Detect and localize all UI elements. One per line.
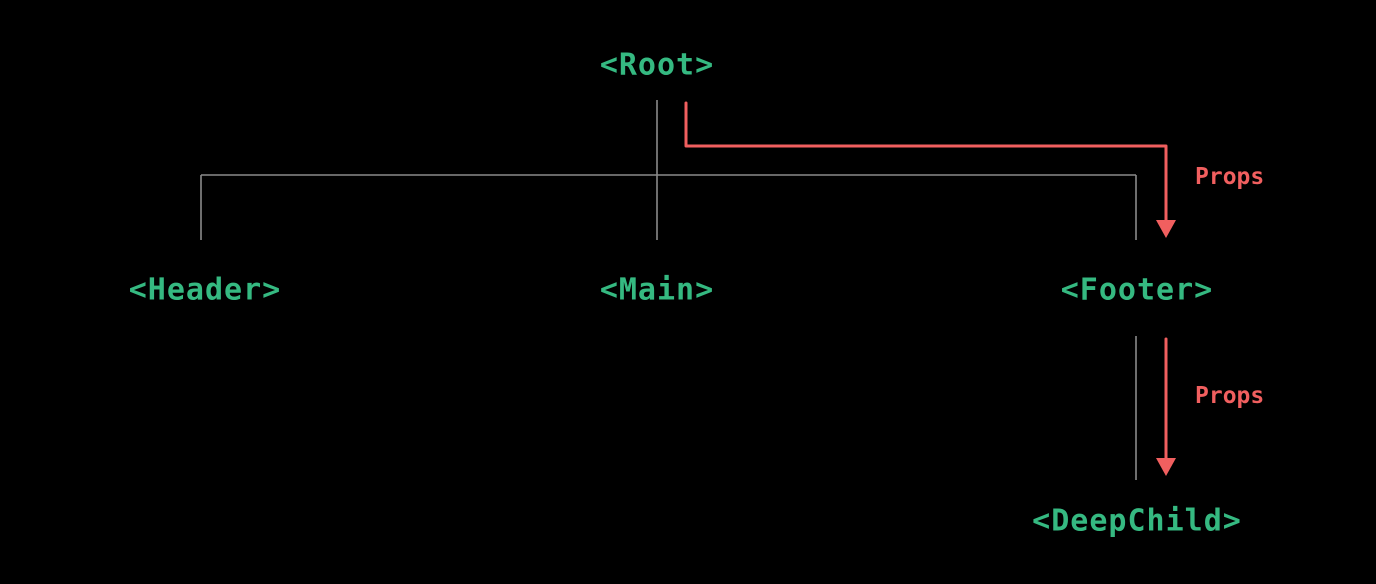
props-arrow-footer-to-deepchild — [1156, 337, 1176, 476]
props-label-footer-to-deepchild: Props — [1195, 383, 1265, 409]
node-header-label: <Header> — [128, 272, 282, 308]
node-footer-label: <Footer> — [1060, 272, 1214, 308]
node-main-label: <Main> — [599, 272, 715, 308]
arrowhead-deepchild — [1156, 458, 1176, 476]
tree-connector-lines — [200, 100, 1137, 480]
props-label-root-to-footer: Props — [1195, 164, 1265, 190]
props-arrow-root-to-footer — [684, 101, 1176, 238]
node-deepchild-label: <DeepChild> — [1032, 503, 1242, 539]
arrowhead-footer — [1156, 220, 1176, 238]
node-root-label: <Root> — [599, 47, 715, 83]
